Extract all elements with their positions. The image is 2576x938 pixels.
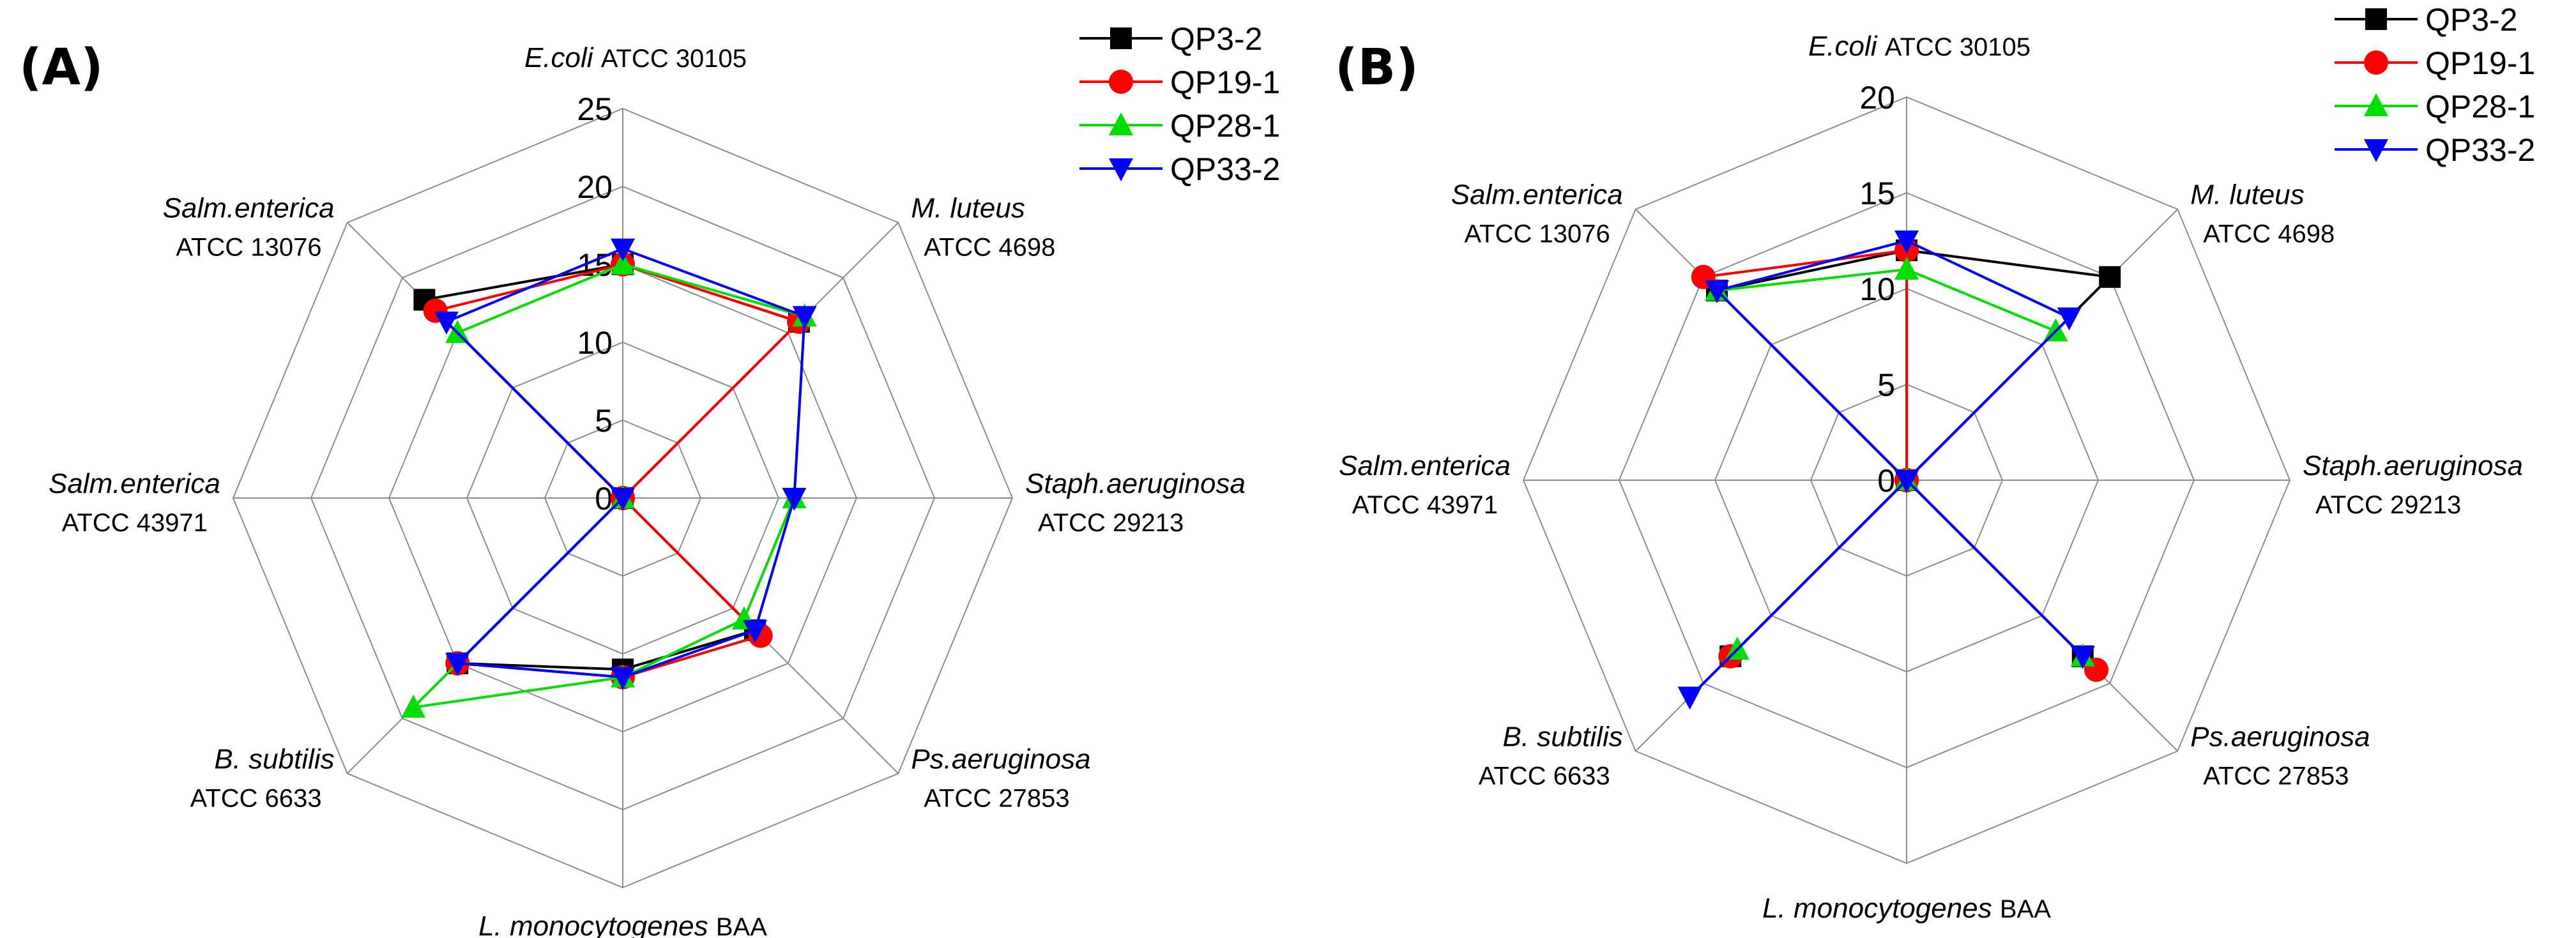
legend-marker — [1110, 27, 1132, 49]
legend-marker — [2365, 8, 2387, 30]
legend-label: QP3-2 — [1170, 21, 1263, 57]
category-strain: ATCC 13076 — [176, 234, 321, 262]
category-label: E.coli ATCC 30105 — [524, 42, 747, 73]
legend-label: QP19-1 — [1170, 64, 1280, 100]
data-point-qp28-1 — [401, 694, 426, 718]
data-point-qp33-2 — [1894, 231, 1919, 253]
category-name: Ps.aeruginosa — [911, 743, 1090, 775]
legend-marker — [2364, 93, 2388, 116]
tick-label: 20 — [1859, 80, 1895, 116]
panel-b-label: (B) — [1335, 39, 1419, 96]
tick-label: 10 — [577, 325, 613, 361]
data-point-qp33-2 — [1894, 470, 1919, 493]
category-name: Salm.enterica — [49, 468, 220, 499]
data-point-qp3-2 — [2099, 266, 2121, 288]
series-line-qp33-2 — [445, 247, 806, 679]
data-point-qp33-2 — [743, 620, 768, 644]
legend-label: QP33-2 — [1170, 151, 1280, 187]
category-name: B. subtilis — [1502, 721, 1622, 752]
legend-label: QP28-1 — [1170, 108, 1280, 144]
data-point-qp33-2 — [611, 667, 635, 690]
tick-label: 15 — [1859, 176, 1895, 211]
category-strain: ATCC 29213 — [1038, 509, 1184, 537]
data-point-qp33-2 — [782, 488, 807, 511]
category-strain: ATCC 6633 — [190, 784, 322, 812]
category-name: Staph.aeruginosa — [1025, 468, 1246, 499]
category-label: L. monocytogenes BAA — [478, 911, 767, 938]
category-name: Staph.aeruginosa — [2303, 450, 2523, 481]
tick-label: 10 — [1859, 271, 1895, 307]
legend-marker — [2364, 50, 2388, 75]
category-name: B. subtilis — [214, 743, 334, 775]
tick-label: 25 — [577, 91, 613, 127]
data-point-qp33-2 — [1677, 686, 1702, 710]
series-line-qp19-1 — [1702, 249, 2098, 671]
data-point-qp33-2 — [611, 238, 635, 262]
legend-marker — [1109, 70, 1133, 94]
category-strain: ATCC 29213 — [2315, 491, 2461, 519]
data-point-qp33-2 — [2057, 307, 2082, 331]
category-strain: ATCC 13076 — [1464, 220, 1610, 248]
data-point-qp33-2 — [792, 306, 817, 329]
category-strain: ATCC 4698 — [924, 234, 1055, 262]
legend-label: QP28-1 — [2425, 89, 2535, 125]
category-name: M. luteus — [2190, 179, 2305, 211]
data-point-qp33-2 — [445, 653, 470, 676]
category-name: M. luteus — [911, 193, 1025, 224]
data-point-qp33-2 — [1705, 280, 1730, 304]
category-name: Salm.enterica — [163, 193, 335, 224]
data-point-qp28-1 — [1894, 257, 1919, 280]
category-name: Salm.enterica — [1339, 450, 1511, 481]
category-strain: ATCC 27853 — [924, 784, 1069, 812]
category-label: L. monocytogenes BAA — [1762, 893, 2051, 924]
legend-marker — [1109, 158, 1133, 181]
legend-label: QP33-2 — [2425, 132, 2535, 168]
category-name: Salm.enterica — [1451, 179, 1623, 211]
series-line-qp28-1 — [1716, 268, 2084, 658]
legend-label: QP3-2 — [2425, 2, 2518, 38]
tick-label: 20 — [577, 169, 613, 205]
category-strain: ATCC 4698 — [2203, 220, 2335, 248]
tick-label: 0 — [1877, 463, 1895, 499]
legend-marker — [2364, 139, 2388, 162]
category-strain: ATCC 27853 — [2203, 762, 2349, 790]
category-label: E.coli ATCC 30105 — [1808, 31, 2031, 62]
legend-marker — [1109, 112, 1133, 135]
tick-label: 5 — [595, 403, 613, 439]
category-name: Ps.aeruginosa — [2190, 721, 2370, 752]
data-point-qp28-1 — [611, 252, 635, 275]
category-strain: ATCC 43971 — [62, 509, 208, 537]
data-point-qp33-2 — [2070, 646, 2095, 669]
data-point-qp33-2 — [611, 488, 635, 511]
category-strain: ATCC 6633 — [1479, 762, 1610, 790]
panel-a-label: (A) — [19, 39, 103, 96]
tick-label: 5 — [1877, 367, 1895, 403]
data-point-qp33-2 — [434, 311, 459, 335]
category-strain: ATCC 43971 — [1352, 491, 1498, 519]
legend-label: QP19-1 — [2425, 45, 2535, 81]
